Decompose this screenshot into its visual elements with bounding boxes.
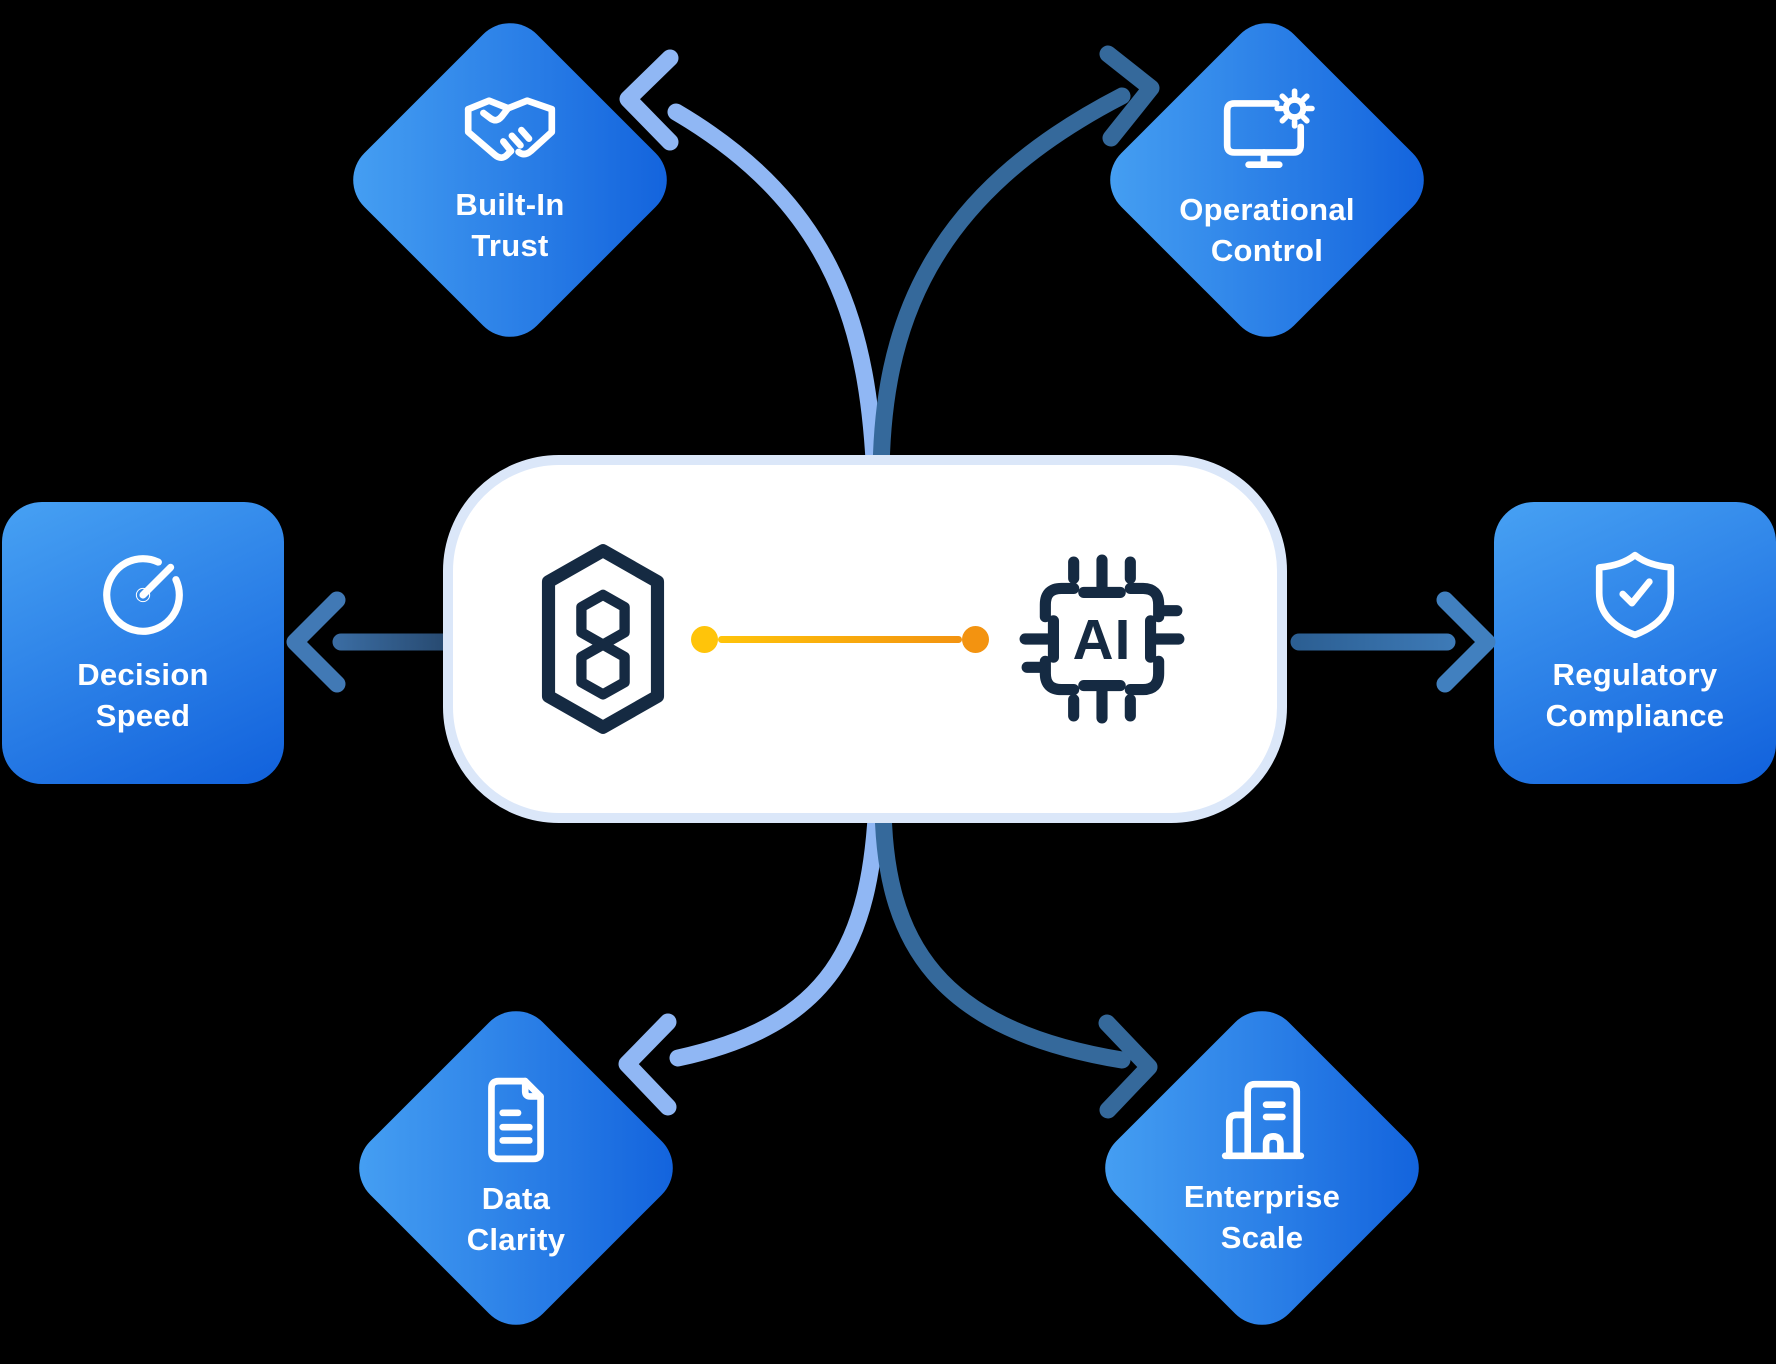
square-shape: Decision Speed	[2, 502, 284, 784]
arrow-to-data-clarity	[618, 791, 886, 1116]
square-shape: Regulatory Compliance	[1494, 502, 1776, 784]
node-label: Operational Control	[1179, 192, 1355, 268]
node-built-in-trust: Built-In Trust	[337, 7, 683, 353]
node-label: Enterprise Scale	[1183, 1179, 1341, 1255]
handshake-icon	[464, 97, 556, 161]
gauge-icon	[103, 555, 183, 635]
logo-to-ai-connector	[691, 625, 989, 653]
node-decision-speed: Decision Speed	[2, 502, 284, 784]
g8-hexagon-logo	[541, 544, 665, 734]
node-regulatory-compliance: Regulatory Compliance	[1494, 502, 1776, 784]
node-operational-control: Operational Control	[1094, 7, 1440, 353]
arrow-to-enterprise-scale	[874, 791, 1158, 1119]
node-label: Data Clarity	[466, 1181, 566, 1257]
arrow-to-operational-control	[872, 45, 1160, 489]
connector-line	[718, 635, 962, 643]
arrow-to-decision-speed	[286, 591, 458, 693]
monitor-gear-icon	[1223, 88, 1315, 169]
connector-dot-orange	[962, 625, 989, 653]
diamond-shape: Data Clarity	[343, 995, 689, 1341]
node-data-clarity: Data Clarity	[343, 995, 689, 1341]
node-label: Regulatory Compliance	[1545, 657, 1725, 733]
document-icon	[488, 1077, 544, 1163]
building-icon	[1221, 1080, 1305, 1160]
node-label: Decision Speed	[77, 657, 209, 733]
ai-chip-label: AI	[1073, 609, 1132, 672]
shield-check-icon	[1595, 551, 1675, 639]
center-card: AI	[443, 455, 1287, 823]
diamond-shape: Enterprise Scale	[1089, 995, 1435, 1341]
arrow-to-regulatory-compliance	[1290, 591, 1496, 693]
node-label: Built-In Trust	[455, 187, 565, 263]
arrow-to-built-in-trust	[619, 49, 884, 489]
node-enterprise-scale: Enterprise Scale	[1089, 995, 1435, 1341]
diamond-shape: Built-In Trust	[337, 7, 683, 353]
diamond-shape: Operational Control	[1094, 7, 1440, 353]
connector-dot-yellow	[691, 625, 718, 653]
ai-chip-icon: AI	[1019, 554, 1185, 724]
